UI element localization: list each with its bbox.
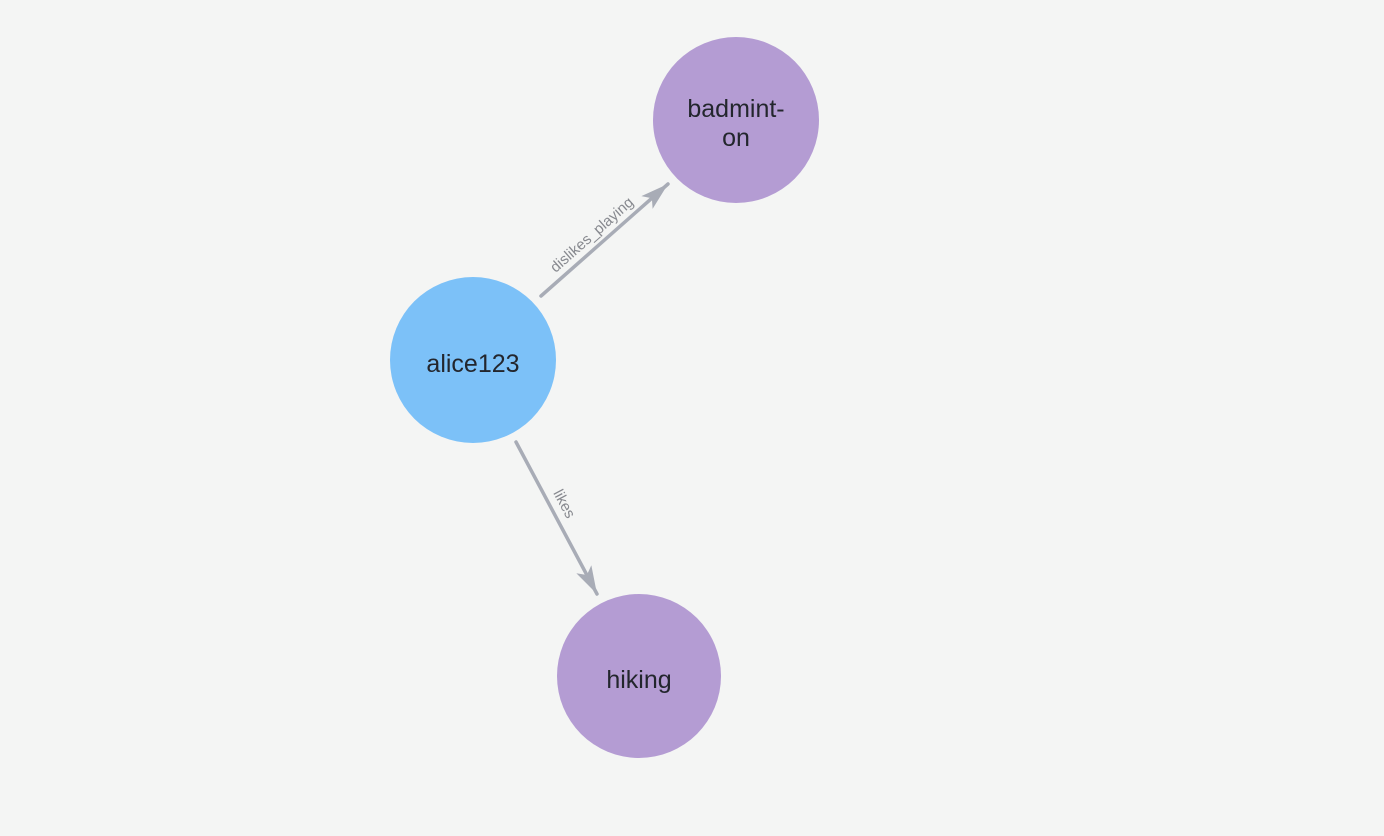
node-label-alice123: alice123 bbox=[426, 349, 520, 378]
edge-likes[interactable]: likes bbox=[514, 440, 599, 596]
edge-line-likes[interactable] bbox=[514, 440, 599, 596]
node-hiking[interactable]: hiking bbox=[557, 594, 721, 758]
edge-line-dislikes-playing[interactable] bbox=[539, 182, 670, 298]
node-label-badminton-line2: on bbox=[722, 124, 750, 152]
node-label-hiking: hiking bbox=[606, 665, 672, 694]
node-alice123[interactable]: alice123 bbox=[390, 277, 556, 443]
edge-dislikes-playing[interactable]: dislikes_playing bbox=[539, 182, 670, 298]
node-badminton[interactable]: badmint- on bbox=[653, 37, 819, 203]
edge-label-dislikes-playing: dislikes_playing bbox=[547, 194, 637, 276]
node-label-badminton-line1: badmint- bbox=[687, 95, 785, 123]
